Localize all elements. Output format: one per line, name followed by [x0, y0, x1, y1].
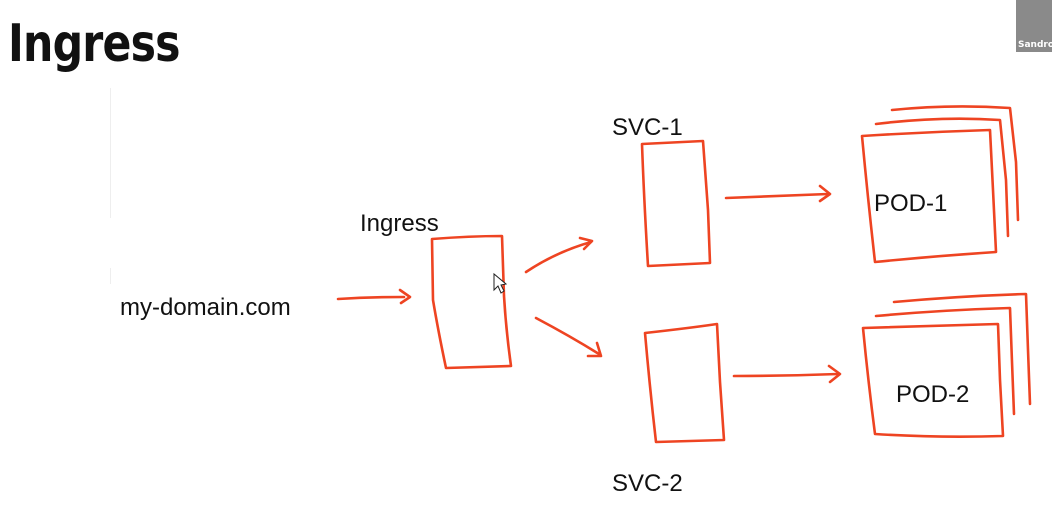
arrowhead-ingress-to-svc1 [578, 236, 594, 251]
arrow-svc1-to-pod1 [724, 192, 830, 200]
svc1-label: SVC-1 [612, 114, 683, 141]
pod1-middle-page [874, 117, 1010, 238]
ingress-label: Ingress [360, 210, 439, 237]
pod1-label: POD-1 [874, 190, 948, 217]
participant-name: Sandro [1018, 40, 1052, 50]
svc2-label: SVC-2 [612, 470, 683, 497]
mouse-cursor-icon [493, 272, 508, 294]
pod1-front-page [860, 128, 998, 264]
pod2-label: POD-2 [896, 381, 970, 408]
arrow-ingress-to-svc1 [524, 240, 593, 274]
pod2-front-page [861, 322, 1005, 438]
whiteboard-edge [110, 88, 111, 218]
arrow-svc2-to-pod2 [732, 372, 840, 378]
svc1-box [640, 139, 712, 268]
arrow-domain-to-ingress [336, 295, 406, 301]
svc2-box [643, 322, 726, 444]
arrowhead-svc1-to-pod1 [818, 184, 832, 203]
arrow-ingress-to-svc2 [534, 316, 601, 356]
whiteboard-edge [110, 268, 111, 284]
arrowhead-ingress-to-svc2 [586, 341, 603, 358]
ingress-box [430, 234, 513, 370]
participant-avatar[interactable]: Sandro [1016, 0, 1052, 52]
pod2-middle-page [874, 306, 1016, 416]
pod1-back-page [890, 105, 1020, 222]
arrowhead-domain-to-ingress [398, 288, 412, 305]
slide-title: Ingress [8, 14, 181, 74]
domain-label: my-domain.com [120, 294, 291, 321]
arrowhead-svc2-to-pod2 [827, 364, 842, 384]
pod2-back-page [892, 292, 1032, 406]
